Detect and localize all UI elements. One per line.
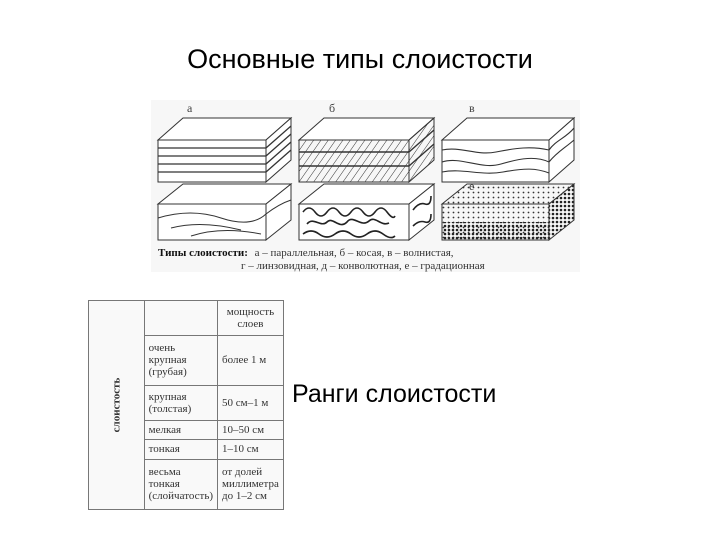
thickness-cell: 50 см–1 м xyxy=(217,385,284,421)
rank-name: мелкая xyxy=(148,424,182,437)
header-thickness: мощность слоев xyxy=(217,300,284,336)
figure-caption-bold: Типы слоистости: xyxy=(158,247,248,259)
thickness-cell: от долей миллиметра до 1–2 см xyxy=(217,458,284,511)
rank-note: (грубая) xyxy=(148,366,187,379)
block-a-parallel: а xyxy=(156,101,293,184)
thickness-value: более 1 м xyxy=(222,354,267,367)
rank-cell: крупная (толстая) xyxy=(143,385,219,421)
figure-caption-line1: Типы слоистости: а – параллельная, б – к… xyxy=(158,247,454,259)
block-c-label: в xyxy=(469,101,475,115)
table-row: очень крупная (грубая) более 1 м xyxy=(89,334,284,387)
rank-name: тонкая xyxy=(148,443,180,456)
thickness-value: 10–50 см xyxy=(222,424,265,437)
block-f-graded: е xyxy=(440,179,576,242)
ranks-title: Ранги слоистости xyxy=(292,380,497,408)
rank-name: очень крупная xyxy=(148,342,187,367)
slide-title: Основные типы слоистости xyxy=(187,44,533,74)
rank-name: весьма тонкая xyxy=(148,466,181,491)
thickness-value: 50 см–1 м xyxy=(222,397,269,410)
figure-caption-text1: а – параллельная, б – косая, в – волнист… xyxy=(255,247,454,259)
thickness-value: миллиметра xyxy=(222,478,279,491)
rank-name: крупная xyxy=(148,391,187,404)
thickness-value: 1–10 см xyxy=(222,443,259,456)
header-empty-cell xyxy=(143,300,219,336)
block-b-cross: б xyxy=(297,101,436,184)
ranks-table: слоистость мощность слоев очень крупная … xyxy=(88,300,284,511)
figure-caption-line2: г – линзовидная, д – конволютная, е – гр… xyxy=(241,260,485,272)
thickness-value: от долей xyxy=(222,466,263,479)
block-d-lenticular: г xyxy=(156,179,293,242)
side-label-cell: слоистость xyxy=(88,300,145,510)
table-row: весьма тонкая (слойчатость) от долей мил… xyxy=(89,458,284,511)
table-row: тонкая 1–10 см xyxy=(89,439,284,460)
layer-types-figure: а б в xyxy=(151,100,580,272)
table-header-row: слоистость мощность слоев xyxy=(88,300,284,510)
thickness-value: до 1–2 см xyxy=(222,490,267,503)
rank-cell: весьма тонкая (слойчатость) xyxy=(143,458,219,511)
rank-cell: очень крупная (грубая) xyxy=(143,334,219,387)
rank-cell: мелкая xyxy=(143,419,219,441)
thickness-cell: 10–50 см xyxy=(217,419,284,441)
block-e-convolute: д xyxy=(297,179,436,242)
rank-cell: тонкая xyxy=(143,439,219,460)
block-a-label: а xyxy=(187,101,193,115)
block-b-label: б xyxy=(329,101,335,115)
rank-note: (слойчатость) xyxy=(148,490,213,503)
thickness-cell: более 1 м xyxy=(217,334,284,387)
table-row: мелкая 10–50 см xyxy=(89,419,284,441)
block-c-wavy: в xyxy=(440,101,576,184)
rank-note: (толстая) xyxy=(148,403,192,416)
side-label: слоистость xyxy=(110,377,123,433)
table-row: крупная (толстая) 50 см–1 м xyxy=(89,385,284,421)
thickness-cell: 1–10 см xyxy=(217,439,284,460)
